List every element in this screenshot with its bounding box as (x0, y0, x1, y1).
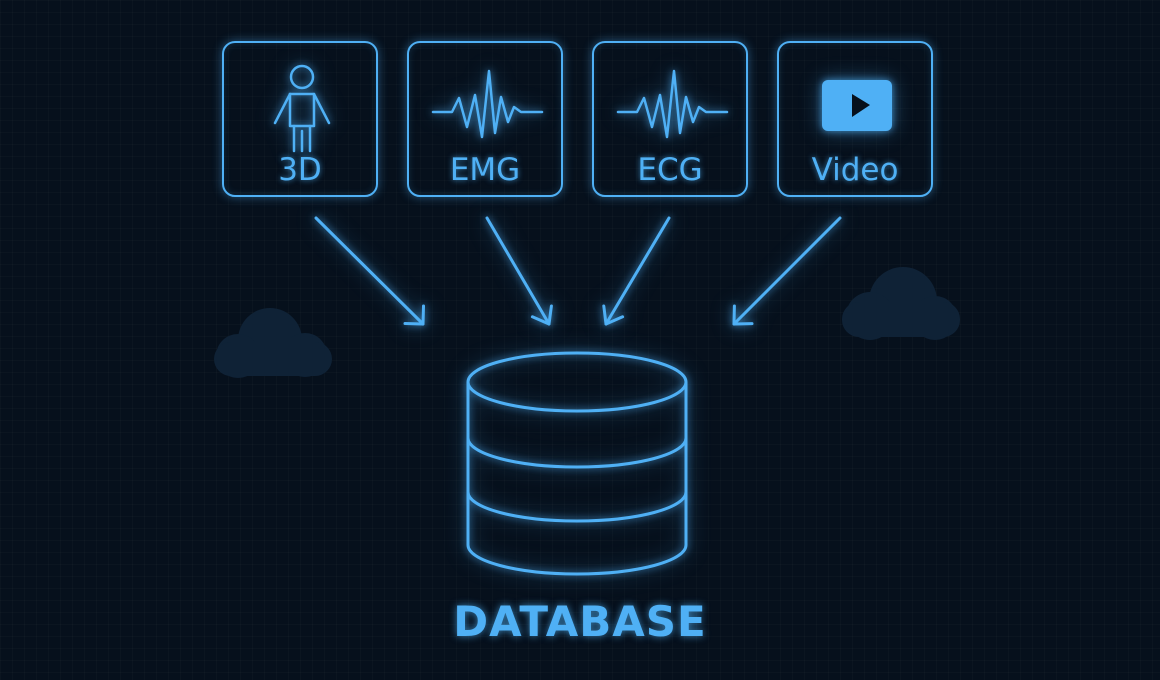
source-label-video: Video (811, 152, 899, 188)
arrow-video-to-database (732, 216, 842, 326)
play-video-icon (822, 80, 892, 131)
source-label-ecg: ECG (637, 152, 703, 188)
arrow-ecg-to-database (602, 216, 671, 326)
source-tile-emg: EMG (407, 41, 563, 197)
source-tile-ecg: ECG (592, 41, 748, 197)
arrow-emg-to-database (485, 216, 553, 326)
cloud-icon (214, 308, 332, 378)
source-tile-video: Video (777, 41, 933, 197)
database-label: DATABASE (453, 597, 707, 646)
source-label-emg: EMG (449, 152, 521, 188)
arrow-3d-to-database (314, 216, 425, 326)
waveform-icon (431, 69, 544, 139)
cloud-icon (842, 267, 960, 340)
source-tile-3d: 3D (222, 41, 378, 197)
source-label-3d: 3D (278, 152, 322, 188)
waveform-icon (616, 69, 729, 139)
person-icon (273, 64, 331, 153)
